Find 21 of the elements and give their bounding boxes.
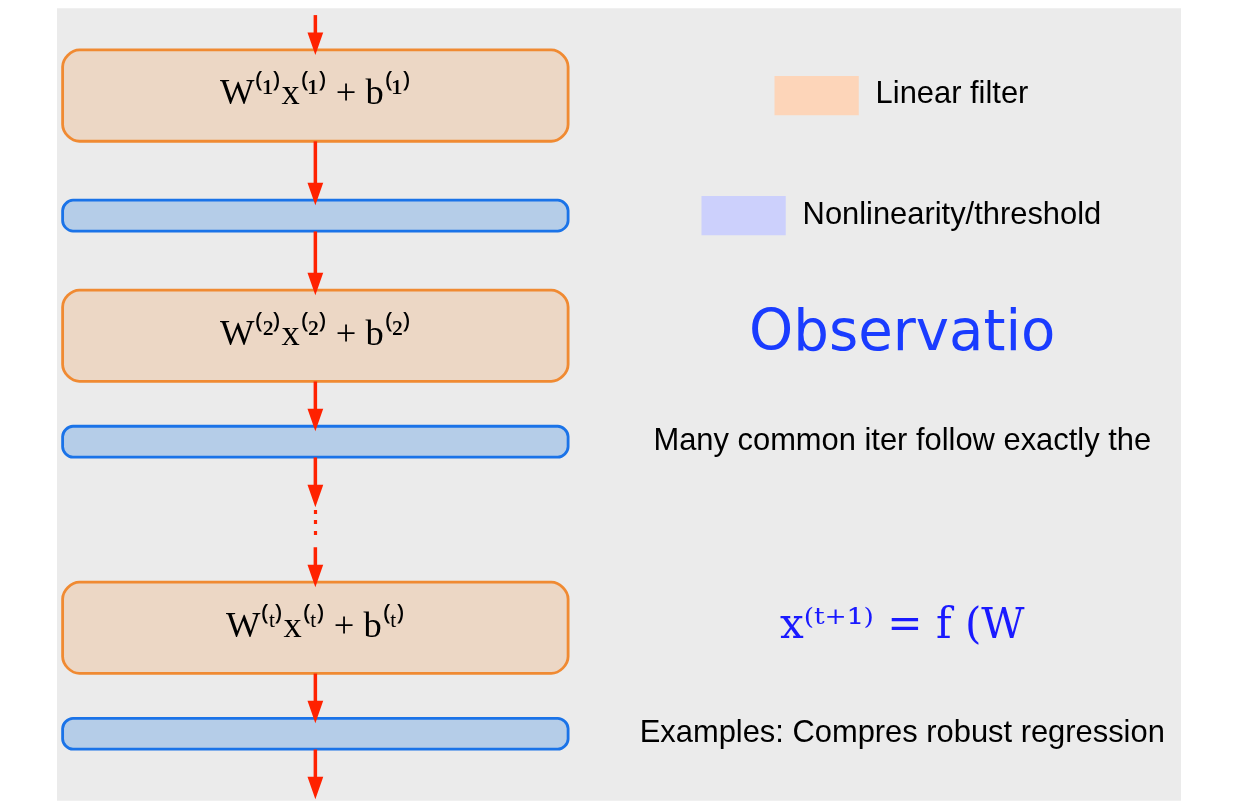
legend-label: Nonlinearity/threshold <box>802 195 1101 231</box>
arrow <box>306 457 323 508</box>
arrow <box>306 381 323 432</box>
arrow <box>306 141 323 206</box>
node-bar <box>60 198 569 233</box>
legend-label: Linear filter <box>875 75 1028 111</box>
label: Observatio <box>748 297 1055 363</box>
label: Many common iter follow exactly the <box>652 421 1151 457</box>
node-box: W⁽ᵗ⁾x⁽ᵗ⁾ + b⁽ᵗ⁾ <box>60 580 569 675</box>
arrow <box>306 15 323 55</box>
arrow <box>306 231 323 296</box>
node-box: W⁽²⁾x⁽²⁾ + b⁽²⁾ <box>60 288 569 383</box>
node-box: W⁽¹⁾x⁽¹⁾ + b⁽¹⁾ <box>60 48 569 143</box>
label: Examples: Compres robust regression <box>639 713 1165 749</box>
label: x⁽ᵗ⁺¹⁾ = f (W <box>779 599 1025 649</box>
node-bar <box>60 424 569 459</box>
node-text: ⋮ <box>299 504 331 540</box>
arrow <box>306 547 323 588</box>
arrow <box>306 673 323 724</box>
node-bar <box>60 716 569 751</box>
arrow <box>306 749 323 800</box>
